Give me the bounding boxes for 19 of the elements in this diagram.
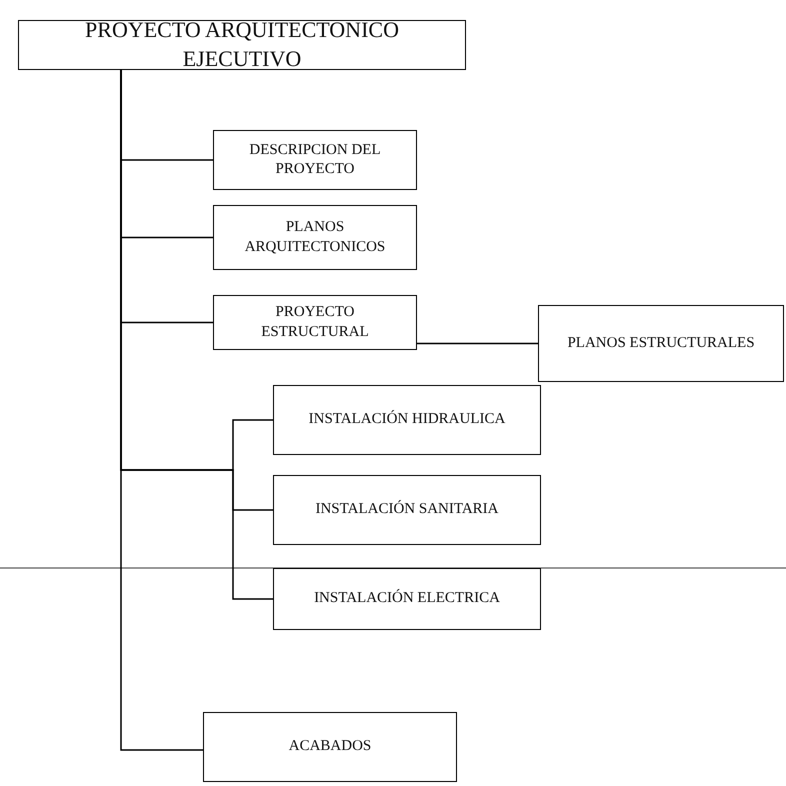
connector-line	[417, 342, 538, 344]
box-label: PROYECTO ESTRUCTURAL	[260, 303, 370, 342]
box	[273, 385, 541, 455]
box	[273, 568, 541, 630]
box	[203, 712, 457, 782]
box	[213, 205, 417, 270]
box-label: INSTALACIÓN ELECTRICA	[314, 589, 500, 608]
box	[273, 475, 541, 545]
box	[213, 295, 417, 350]
box-label: PROYECTO ARQUITECTONICO EJECUTIVO	[84, 16, 400, 73]
box-label: DESCRIPCION DEL PROYECTO	[248, 140, 382, 179]
box	[18, 20, 466, 70]
box-label: INSTALACIÓN HIDRAULICA	[308, 410, 506, 430]
box	[213, 130, 417, 190]
box-label: ACABADOS	[288, 737, 372, 756]
box-label: INSTALACIÓN SANITARIA	[315, 500, 498, 520]
box	[538, 305, 784, 382]
box-label: PLANOS ESTRUCTURALES	[567, 334, 755, 353]
box-label: PLANOS ARQUITECTONICOS	[244, 218, 386, 256]
